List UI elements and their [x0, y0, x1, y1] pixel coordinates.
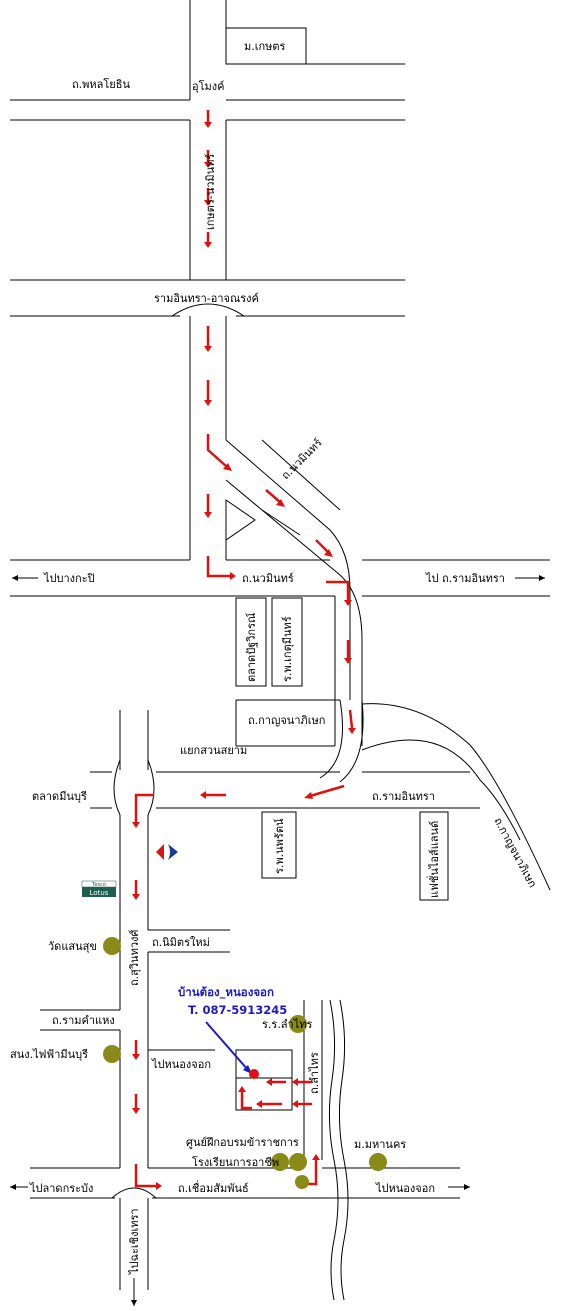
label-ramintra-road: ถ.รามอินทรา	[372, 790, 435, 803]
direction-arrows	[10, 575, 545, 1306]
route-arrow-27	[238, 1086, 252, 1110]
route-arrow-9	[206, 556, 236, 580]
route-arrow-25	[266, 1078, 286, 1086]
label-ramintra-arch: รามอินทรา-อาจณรงค์	[154, 292, 259, 305]
route-arrow-4	[204, 232, 212, 248]
route-arrow-20	[132, 1094, 140, 1114]
label-power-minburi: สนง.ไฟฟ้ามีนบุรี	[10, 1048, 88, 1061]
circle-marker-icon	[369, 1153, 387, 1171]
circle-marker-icon	[103, 1045, 121, 1063]
route-arrow-18	[132, 880, 140, 900]
label-fashion-island: แฟชั่นไอส์แลนด์	[426, 821, 441, 898]
label-suan-siam: แยกสวนสยาม	[180, 744, 247, 757]
label-suwinthawong: ถ.สุวินทวงศ์	[128, 930, 141, 986]
label-to-ramintra: ไป ถ.รามอินทรา	[425, 572, 505, 585]
label-kasetsart: ม.เกษตร	[244, 40, 286, 53]
label-chueam-road: ถ.เชื่อมสัมพันธ์	[178, 1180, 249, 1195]
label-vocational-school: โรงเรียนการอาชีพ	[192, 1155, 279, 1169]
route-arrows	[132, 110, 356, 1190]
label-minburi-market: ตลาดมีนบุรี	[32, 790, 87, 803]
label-to-bangkapi: ไปบางกะปิ	[43, 572, 95, 585]
route-arrow-14	[348, 709, 356, 734]
carrefour-logo-icon	[156, 844, 178, 860]
destination-pin	[205, 1021, 259, 1079]
route-arrow-6	[204, 380, 212, 406]
lotus-text: Lotus	[90, 889, 109, 897]
label-to-nongchok: ไปหนองจอก	[151, 1058, 211, 1071]
route-arrow-8	[204, 494, 212, 518]
destination-phone: T. 087-5913245	[188, 1003, 287, 1017]
label-wat-saensuk: วัดแสนสุข	[48, 940, 97, 953]
label-training-center: ศูนย์ฝึกอบรมข้าราชการ	[186, 1136, 299, 1149]
route-arrow-11	[315, 539, 333, 557]
circle-marker-icon	[295, 1175, 309, 1189]
destination-name: บ้านต้อง_หนองจอก	[178, 985, 274, 1000]
tesco-text: Tesco	[91, 882, 106, 888]
label-lamthai-school: ร.ร.ลำไทร	[262, 1018, 313, 1031]
label-kanchana-top: ถ.กาญจนาภิเษก	[248, 714, 325, 727]
route-arrow-7	[206, 434, 232, 471]
label-nawamin-hosp2: ร.พ.นพรัตน์	[273, 818, 286, 874]
circle-marker-icon	[103, 937, 121, 955]
tesco-lotus-logo-icon: Tesco Lotus	[81, 880, 117, 897]
route-arrow-5	[204, 326, 212, 352]
route-arrow-23	[292, 1078, 312, 1086]
route-arrow-24	[292, 1100, 312, 1108]
label-to-latkrabang: ไปลาดกระบัง	[29, 1182, 93, 1195]
label-nawamin-hospital: ร.พ.เกตุมีนทร์	[281, 616, 294, 682]
route-arrow-19	[132, 1040, 140, 1060]
road-network	[10, 0, 551, 1301]
label-nimit-mai: ถ.นิมิตรใหม่	[152, 936, 210, 949]
route-arrow-16	[200, 791, 226, 799]
route-arrow-21	[134, 1164, 162, 1190]
label-phahon: ถ.พหลโยธิน	[72, 77, 130, 91]
label-mahanakorn: ม.มหานคร	[354, 1138, 406, 1151]
label-tunnel: อุโมงค์	[192, 79, 225, 93]
route-arrow-26	[256, 1100, 282, 1108]
route-arrow-13	[344, 640, 352, 664]
label-kaset-nawamin: เกษตร-นวมินทร์	[204, 154, 217, 230]
label-lamthai-road: ถ.ลำไทร	[308, 1052, 321, 1094]
route-arrow-15	[304, 784, 345, 799]
label-to-nongchok2: ไปหนองจอก	[375, 1182, 435, 1195]
circle-marker-icon	[289, 1015, 307, 1033]
label-ramkhamhaeng: ถ.รามคำแหง	[52, 1014, 115, 1027]
circle-marker-icon	[271, 1153, 289, 1171]
route-arrow-1	[204, 110, 212, 128]
place-markers	[103, 937, 387, 1189]
circle-marker-icon	[289, 1153, 307, 1171]
route-arrow-2	[204, 150, 212, 168]
route-arrow-3	[204, 188, 212, 206]
label-nawamin-road: ถ.นวมินทร์	[242, 572, 294, 585]
label-pattanakarn-market: ตลาดปัฐวิกรณ์	[245, 613, 258, 682]
route-arrow-17	[132, 793, 154, 828]
label-to-chachoengsao: ไปฉะเชิงเทรา	[128, 1208, 141, 1275]
route-arrow-12	[326, 580, 352, 606]
route-arrow-10	[265, 489, 285, 507]
